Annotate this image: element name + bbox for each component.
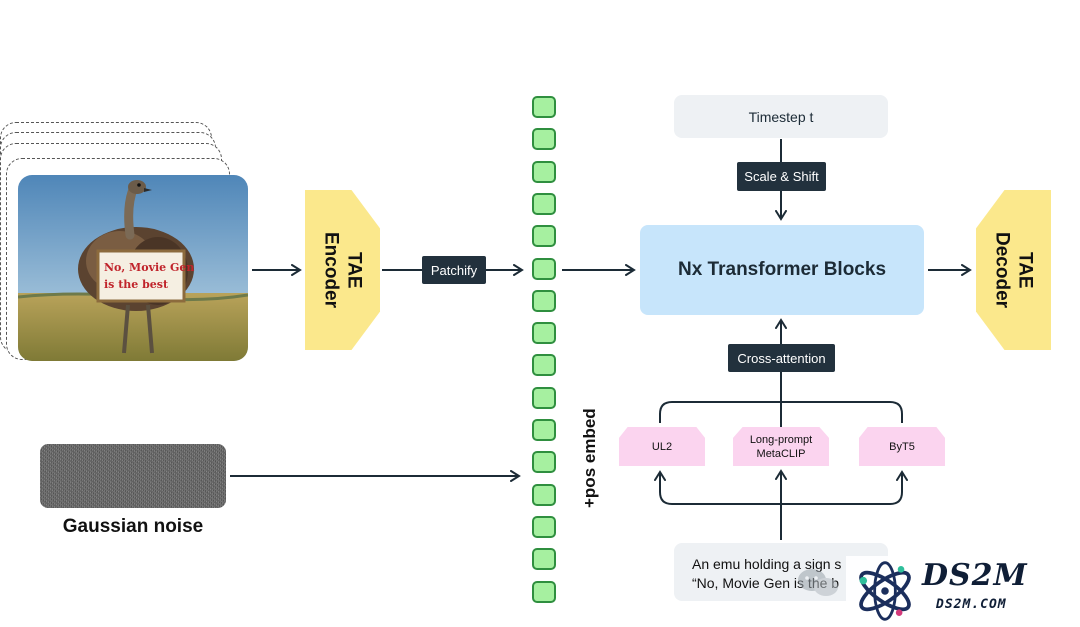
gaussian-noise-image xyxy=(40,444,226,508)
token-patch xyxy=(532,580,556,603)
tae-decoder-line2: Decoder xyxy=(991,231,1013,309)
tae-encoder-line1: TAE xyxy=(343,251,365,289)
atom-logo-icon xyxy=(859,561,911,621)
token-patch xyxy=(532,289,556,312)
token-patch xyxy=(532,419,556,441)
ds2m-logo: DS2M DS2M.COM xyxy=(846,556,1076,626)
cross-attention-label: Cross-attention xyxy=(728,344,835,372)
tae-decoder-block: TAE Decoder xyxy=(976,190,1051,350)
chat-watermark-icon xyxy=(798,569,838,596)
token-patch xyxy=(532,386,556,409)
token-patch xyxy=(532,515,556,538)
token-patch xyxy=(532,160,556,183)
token-patch xyxy=(532,96,556,118)
text-encoder-ul2-line1: UL2 xyxy=(651,440,673,453)
text-encoder-ul2: UL2 xyxy=(619,427,705,466)
scale-shift-label: Scale & Shift xyxy=(737,162,826,191)
token-patch xyxy=(532,192,556,215)
pos-embed-label: +pos embed xyxy=(580,408,599,508)
text-encoder-metaclip-line2: MetaCLIP xyxy=(756,447,806,460)
token-patch xyxy=(532,257,556,280)
tae-encoder-block: TAE Encoder xyxy=(305,190,380,350)
token-patch xyxy=(532,354,556,377)
token-patch xyxy=(532,322,556,345)
token-patch xyxy=(532,548,556,571)
sign-text-line1: No, Movie Gen xyxy=(104,261,194,274)
tae-decoder-line1: TAE xyxy=(1014,251,1036,289)
ds2m-logo-url: DS2M.COM xyxy=(936,597,1007,612)
emu-image: No, Movie Gen is the best xyxy=(18,175,248,361)
tae-encoder-line2: Encoder xyxy=(320,231,342,309)
sign-text-line2: is the best xyxy=(104,278,169,291)
gaussian-noise-label: Gaussian noise xyxy=(62,516,204,537)
patchify-label: Patchify xyxy=(422,256,486,284)
text-prompt-line1: An emu holding a sign s xyxy=(692,556,842,572)
text-encoder-metaclip-line1: Long-prompt xyxy=(749,433,813,446)
transformer-blocks: Nx Transformer Blocks xyxy=(640,225,924,315)
text-encoder-byt5: ByT5 xyxy=(859,427,945,466)
token-patch xyxy=(532,451,556,474)
timestep-box: Timestep t xyxy=(674,95,888,138)
ds2m-logo-title: DS2M xyxy=(922,558,1028,593)
text-encoder-byt5-line1: ByT5 xyxy=(889,440,915,453)
token-patch xyxy=(532,225,556,248)
token-patch xyxy=(532,483,556,506)
text-encoder-metaclip: Long-prompt MetaCLIP xyxy=(733,427,829,466)
token-patch xyxy=(532,128,556,151)
